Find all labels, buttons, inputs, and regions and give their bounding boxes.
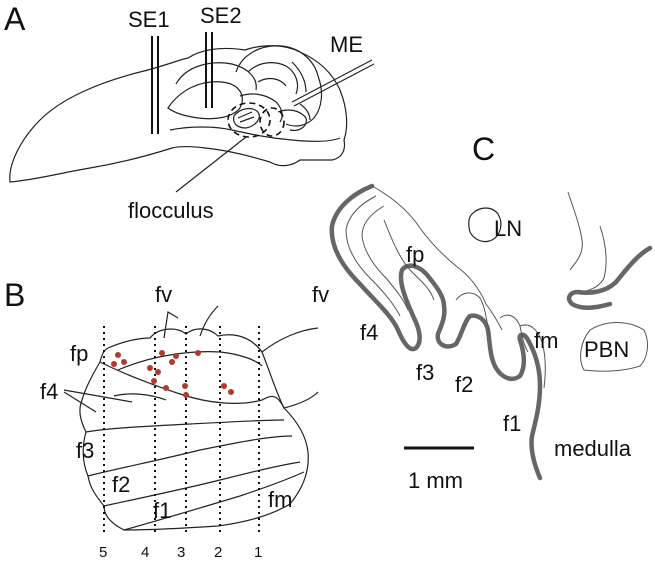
thalamus-contour bbox=[175, 62, 257, 91]
brainstem-contour bbox=[169, 126, 341, 142]
panel-b-f2-label: f2 bbox=[112, 472, 130, 497]
cerebellum-folia-1 bbox=[247, 62, 299, 95]
recording-site bbox=[163, 385, 169, 391]
recording-sites bbox=[111, 350, 234, 398]
flocculus-label: flocculus bbox=[128, 198, 214, 223]
cortex-lamina-7 bbox=[485, 303, 503, 331]
recording-site bbox=[115, 352, 121, 358]
recording-site bbox=[121, 359, 127, 365]
fp-f4-boundary bbox=[99, 361, 285, 409]
ln-nucleus-outline bbox=[468, 207, 502, 243]
me-label: ME bbox=[330, 32, 363, 57]
recording-site bbox=[151, 378, 157, 384]
panel-b-f4-label: f4 bbox=[40, 379, 58, 404]
cortex-lamina-1 bbox=[345, 195, 401, 317]
fv-tissue-edge bbox=[199, 305, 219, 337]
track-number-1: 1 bbox=[254, 544, 262, 561]
me-electrode-line-bottom bbox=[293, 63, 375, 107]
cerebellum-folia-2 bbox=[257, 77, 287, 87]
recording-site bbox=[182, 383, 188, 389]
cortex-lamina-2 bbox=[361, 205, 409, 311]
track-number-3: 3 bbox=[177, 544, 185, 561]
track-number-5: 5 bbox=[99, 544, 107, 561]
f2-f1-boundary bbox=[103, 461, 301, 507]
panel-c-ln-label: LN bbox=[494, 216, 522, 241]
recording-site bbox=[183, 392, 189, 398]
recording-site bbox=[173, 353, 179, 359]
pbn-outline bbox=[580, 322, 648, 372]
recording-site bbox=[147, 365, 153, 371]
right-tissue-contour-2 bbox=[581, 225, 607, 293]
flocculus-dashed-circle-left bbox=[227, 102, 271, 138]
fp-upper-boundary bbox=[117, 351, 263, 371]
panel-b-f3-label: f3 bbox=[76, 438, 94, 463]
f4-f3-boundary bbox=[85, 419, 285, 433]
cerebellum-folia-3 bbox=[291, 61, 307, 93]
panel-label-a: A bbox=[4, 1, 26, 37]
flocculus-pointer-line bbox=[175, 136, 247, 193]
tissue-edge bbox=[261, 327, 319, 353]
recording-site bbox=[228, 389, 234, 395]
se2-label: SE2 bbox=[200, 3, 242, 28]
panel-c-f1-label: f1 bbox=[503, 411, 521, 436]
recording-site bbox=[155, 369, 161, 375]
f3-f2-boundary bbox=[87, 435, 293, 477]
right-tissue-contour-1 bbox=[567, 191, 583, 271]
me-electrode-line-top bbox=[291, 59, 373, 103]
flocculus-outline bbox=[79, 328, 309, 531]
panel-c-pbn-label: PBN bbox=[584, 337, 629, 362]
panel-b-fm-label: fm bbox=[268, 487, 292, 512]
panel-label-b: B bbox=[4, 277, 25, 313]
cerebellum-folia-4 bbox=[239, 93, 283, 123]
panel-c-f3-label: f3 bbox=[416, 360, 434, 385]
f4-inner-fold bbox=[113, 393, 167, 401]
track-number-2: 2 bbox=[214, 544, 222, 561]
tissue-edge-2 bbox=[283, 391, 319, 409]
right-tissue-thick bbox=[566, 245, 653, 310]
panel-b-fv-label: fv bbox=[155, 282, 172, 307]
panel-c-f2-label: f2 bbox=[455, 372, 473, 397]
panel-c-fp-label: fp bbox=[406, 242, 424, 267]
recording-site bbox=[111, 361, 117, 367]
panel-b-f1-label: f1 bbox=[153, 498, 171, 523]
recording-site bbox=[169, 359, 175, 365]
flocculus-folia bbox=[237, 111, 255, 123]
track-number-4: 4 bbox=[141, 544, 149, 561]
cerebellum-folia-5 bbox=[299, 103, 311, 121]
flocculus-cortex-ribbon bbox=[329, 183, 543, 481]
brain-outline bbox=[9, 45, 348, 183]
cortex-lamina-8 bbox=[519, 324, 546, 389]
f1-fm-boundary bbox=[123, 471, 305, 531]
fv-pointer bbox=[163, 311, 179, 339]
f4-pointer-b bbox=[63, 389, 133, 403]
flocculus-shape bbox=[233, 107, 260, 129]
cortex-lamina-3 bbox=[383, 219, 435, 301]
cortex-lamina-4 bbox=[371, 185, 487, 305]
flocculus-dashed-circle-right bbox=[259, 107, 285, 137]
panel-c-medulla-label: medulla bbox=[554, 436, 632, 461]
cortex-lamina-5 bbox=[455, 292, 491, 335]
panel-label-c: C bbox=[472, 131, 495, 167]
panel-c-fm-label: fm bbox=[534, 328, 558, 353]
se1-label: SE1 bbox=[128, 7, 170, 32]
recording-site bbox=[159, 350, 165, 356]
panel-c-f4-label: f4 bbox=[360, 320, 378, 345]
panel-c-fv-label: fv bbox=[312, 282, 329, 307]
cortex-contour bbox=[167, 81, 243, 120]
panel-b-fp-label: fp bbox=[70, 341, 88, 366]
recording-site bbox=[221, 383, 227, 389]
f4-pointer-a bbox=[63, 391, 97, 413]
recording-site bbox=[195, 350, 201, 356]
paraflocculus-contour bbox=[277, 109, 307, 131]
scale-bar-label: 1 mm bbox=[408, 468, 463, 493]
